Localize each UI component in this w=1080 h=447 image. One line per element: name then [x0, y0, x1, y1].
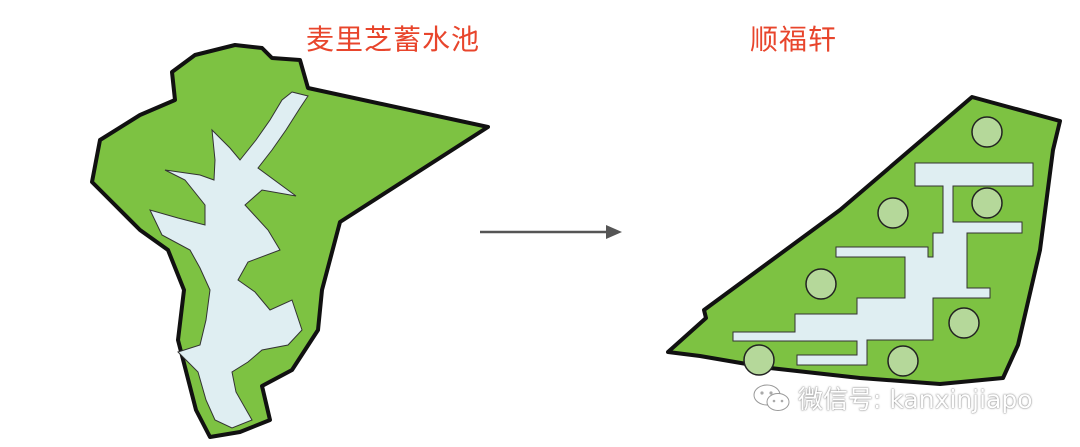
transform-arrow — [480, 225, 622, 239]
park-map — [666, 95, 1062, 386]
reservoir-title: 麦里芝蓄水池 — [306, 23, 481, 56]
park-water — [732, 162, 1034, 366]
reservoir-land — [90, 43, 490, 439]
wechat-icon — [752, 382, 792, 414]
watermark: 微信号: kanxinjiapo — [752, 380, 1033, 416]
reservoir-water — [149, 91, 309, 429]
reservoir-map — [90, 43, 490, 439]
park-title: 顺福轩 — [750, 23, 838, 56]
watermark-text: 微信号: kanxinjiapo — [798, 385, 1033, 414]
park-trees — [743, 116, 1003, 377]
